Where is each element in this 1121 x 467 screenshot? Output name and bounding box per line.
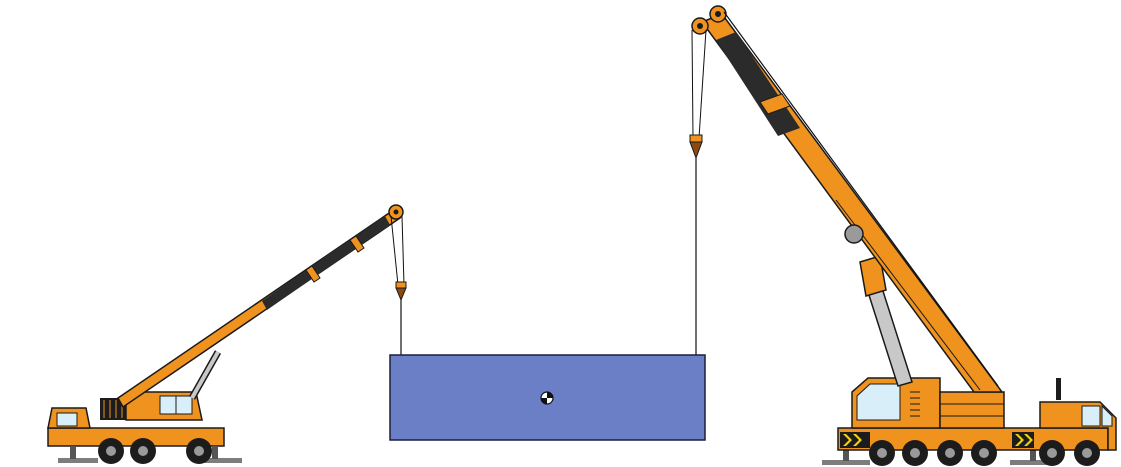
right-crane-wheels [869, 440, 1100, 466]
left-crane-wheels [98, 438, 212, 464]
right-crane-hazard-stripes [840, 432, 1034, 448]
right-crane-boom-pivot [844, 224, 864, 244]
left-crane-hoist-cable [390, 215, 405, 286]
center-of-gravity-marker [540, 391, 554, 405]
right-crane-luffing-cylinder [859, 255, 913, 387]
right-crane-hook-icon [689, 134, 703, 160]
left-crane-boom [117, 207, 401, 409]
left-crane-boom-head [388, 204, 404, 220]
right-crane-boom-head [691, 5, 727, 35]
left-crane-driver-cab [47, 407, 91, 429]
right-crane-pendant-line [723, 11, 999, 387]
right-mobile-crane [689, 5, 1117, 466]
left-crane-hook-icon [395, 281, 407, 302]
right-crane-hoist-cable [691, 29, 707, 139]
left-crane-outrigger-pads [58, 447, 242, 463]
left-mobile-crane [47, 204, 407, 464]
right-crane-driver-cab [1039, 378, 1117, 451]
suspended-load [389, 354, 706, 441]
right-crane-outrigger-pads [822, 448, 1058, 465]
right-crane-boom [700, 13, 1004, 393]
left-crane-superstructure [100, 391, 203, 421]
